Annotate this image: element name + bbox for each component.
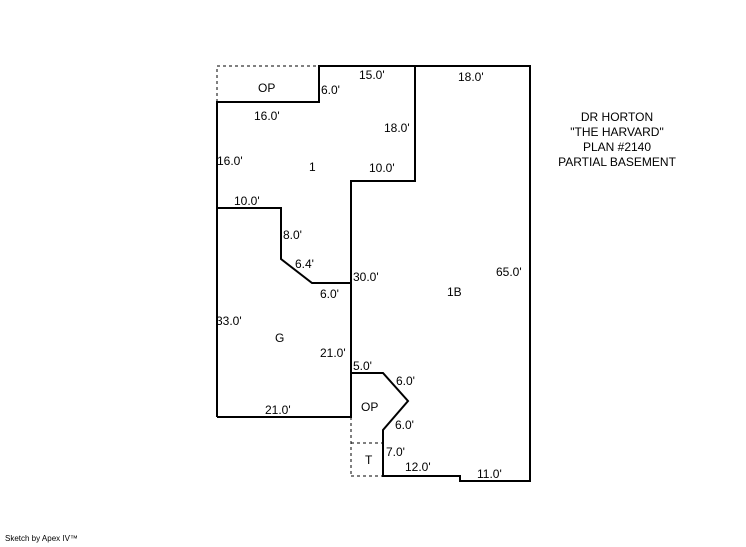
sketch-credit: Sketch by Apex IV™: [5, 534, 78, 543]
dim-center-vertical: 30.0': [353, 270, 379, 284]
dim-op-diag-top: 6.0': [396, 374, 415, 388]
dim-top-right: 18.0': [458, 70, 484, 84]
outer-wall-main: [216, 65, 531, 482]
dim-mid-vertical: 18.0': [384, 121, 410, 135]
title-line-model: "THE HARVARD": [570, 125, 664, 139]
title-line-basement: PARTIAL BASEMENT: [558, 155, 676, 169]
dim-t-vertical: 7.0': [386, 445, 405, 459]
walls: [216, 65, 531, 482]
dim-garage-notch-v: 8.0': [283, 228, 302, 242]
op-top-dashed: [216, 65, 319, 102]
area-label-op-top: OP: [258, 81, 276, 95]
dim-garage-left: 33.0': [216, 314, 242, 328]
dim-op-top-edge: 5.0': [353, 359, 372, 373]
dim-right-wall: 65.0': [496, 265, 522, 279]
area-label-terrace: T: [365, 453, 373, 467]
dim-bottom-right: 11.0': [477, 467, 502, 481]
area-label-basement: 1B: [447, 285, 462, 299]
title-line-builder: DR HORTON: [580, 110, 654, 124]
dim-garage-notch-h: 6.0': [320, 287, 339, 301]
dim-op-right: 6.0': [321, 83, 340, 97]
dim-op-diag-bottom: 6.0': [395, 418, 414, 432]
title-line-plan: PLAN #2140: [582, 140, 652, 154]
dim-first-left: 16.0': [217, 154, 243, 168]
dim-garage-diag: 6.4': [295, 257, 314, 271]
dim-top-mid: 15.0': [359, 68, 385, 82]
area-label-first-floor: 1: [309, 160, 316, 174]
dim-garage-bottom: 21.0': [265, 403, 291, 417]
dim-garage-right: 21.0': [320, 346, 346, 360]
title-block: DR HORTON "THE HARVARD" PLAN #2140 PARTI…: [537, 110, 697, 170]
garage-notch-wall: [217, 207, 351, 284]
first-floor-step-wall: [217, 66, 416, 418]
area-label-garage: G: [275, 331, 285, 345]
dim-step-horizontal: 10.0': [369, 161, 395, 175]
area-label-op-bottom: OP: [361, 400, 379, 414]
dashed-outlines: [216, 65, 383, 477]
dim-garage-top: 10.0': [234, 194, 260, 208]
dim-first-bottom: 16.0': [254, 109, 280, 123]
dim-bottom-left: 12.0': [405, 460, 431, 474]
